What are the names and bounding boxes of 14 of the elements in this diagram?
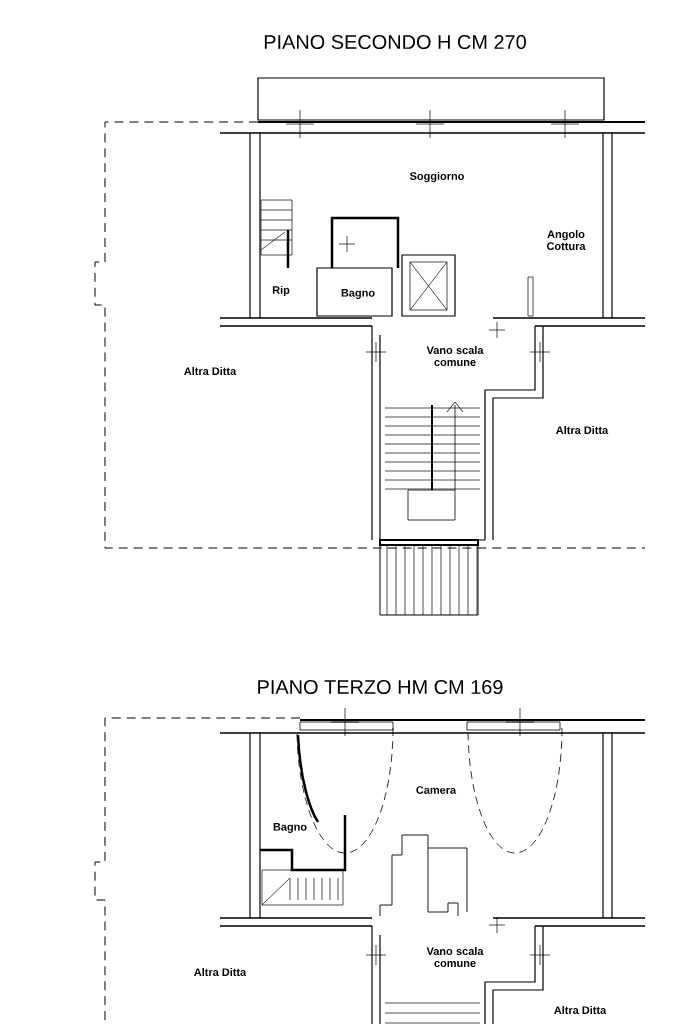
area-label: Altra Ditta bbox=[182, 366, 238, 377]
room-label: Angolo Cottura bbox=[545, 229, 587, 251]
area-label: Altra Ditta bbox=[552, 1005, 608, 1015]
room-label: Rip bbox=[271, 284, 291, 298]
plan-title: PIANO SECONDO H CM 270 bbox=[264, 34, 526, 50]
area-label: Altra Ditta bbox=[192, 967, 248, 977]
plan-title: PIANO TERZO HM CM 169 bbox=[258, 679, 503, 695]
room-label: Vano scala comune bbox=[424, 345, 486, 367]
room-label: Soggiorno bbox=[408, 170, 466, 184]
room-label: Vano scala comune bbox=[424, 946, 486, 968]
area-label: Altra Ditta bbox=[554, 425, 610, 436]
room-label: Camera bbox=[414, 785, 458, 795]
room-label: Bagno bbox=[339, 288, 377, 300]
room-label: Bagno bbox=[271, 822, 309, 834]
